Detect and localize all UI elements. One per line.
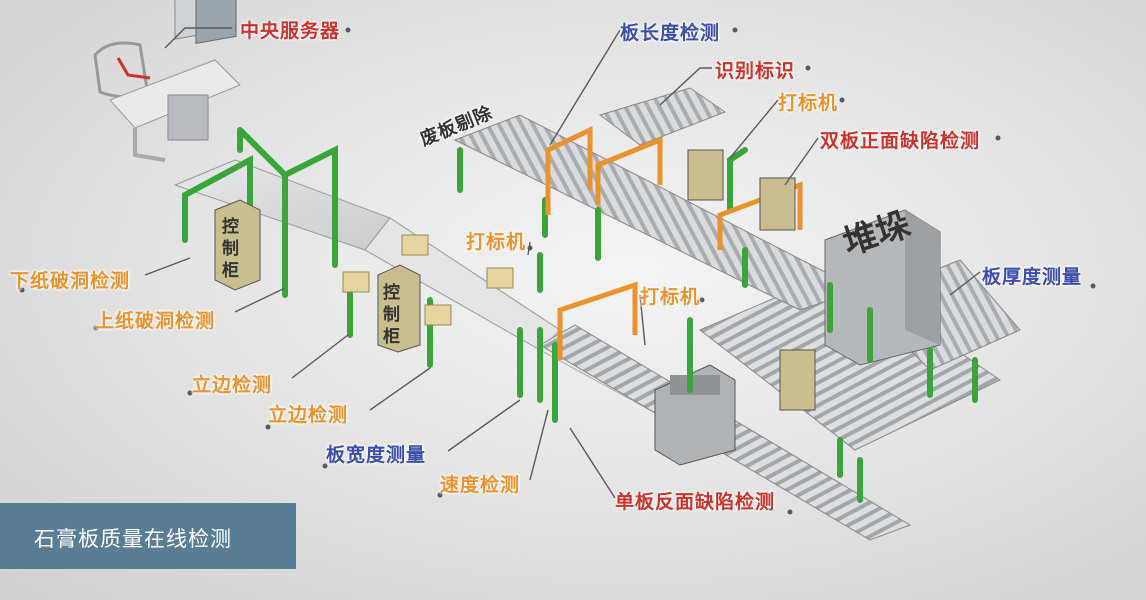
caption-title: 石膏板质量在线检测 [34, 527, 232, 551]
cabinet-4 [759, 177, 796, 231]
svg-text:制: 制 [383, 304, 400, 325]
svg-text:柜: 柜 [222, 260, 239, 281]
cabinet-5 [779, 349, 816, 411]
label-double-front-defect: 双板正面缺陷检测 [820, 130, 981, 152]
stacker-machine: 堆垛 [824, 205, 941, 366]
label-board-width: 板宽度测量 [326, 444, 427, 466]
label-board-thickness: 板厚度测量 [982, 266, 1083, 288]
svg-text:制: 制 [222, 238, 239, 259]
green-frames [182, 127, 978, 503]
label-marker-right: 打标机 [640, 286, 701, 308]
leader-dots [19, 27, 1096, 515]
label-marker-top: 打标机 [778, 92, 839, 114]
label-lower-paper-hole: 下纸破洞检测 [10, 270, 131, 292]
sensor-boxes [342, 234, 514, 326]
label-identify-mark: 识别标识 [715, 60, 796, 82]
label-marker-mid: 打标机 [466, 231, 527, 253]
leader-lines [144, 27, 981, 499]
svg-text:控: 控 [222, 216, 239, 237]
svg-text:柜: 柜 [383, 326, 400, 347]
cabinet-3 [687, 149, 724, 201]
label-board-length: 板长度检测 [620, 22, 721, 44]
label-single-back-defect: 单板反面缺陷检测 [615, 491, 776, 513]
label-edge-detect-1: 立边检测 [192, 374, 273, 396]
back-defect-station [654, 364, 736, 466]
label-central-server: 中央服务器 [240, 20, 341, 42]
control-cabinet-1: 控 制 柜 [214, 199, 261, 291]
control-cabinet-2: 控 制 柜 [377, 264, 421, 353]
svg-text:控: 控 [383, 282, 400, 303]
central-server-workstation [93, 0, 241, 162]
caption-box: 石膏板质量在线检测 [0, 503, 296, 569]
label-edge-detect-2: 立边检测 [268, 404, 349, 426]
label-speed-detect: 速度检测 [440, 474, 521, 496]
label-upper-paper-hole: 上纸破洞检测 [95, 310, 216, 332]
